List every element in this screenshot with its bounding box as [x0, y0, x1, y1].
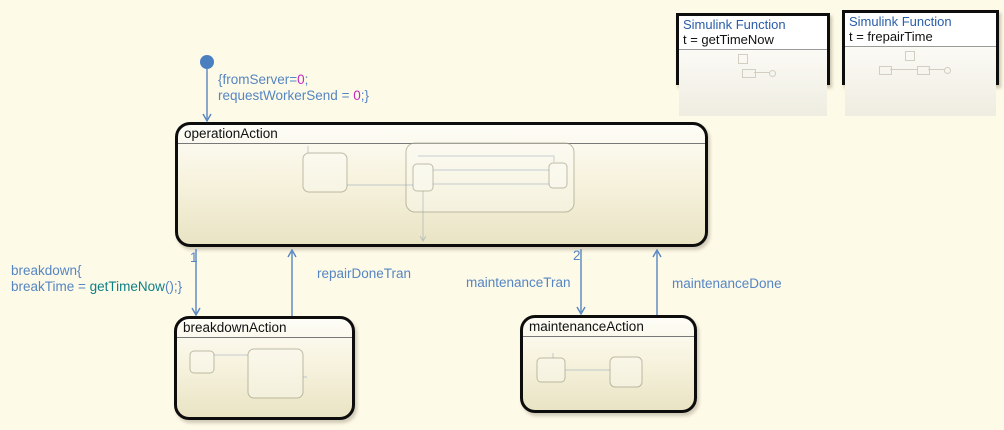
- simulink-function-getTimeNow[interactable]: Simulink Function t = getTimeNow: [676, 13, 830, 116]
- function-call-ref: getTimeNow: [89, 278, 165, 294]
- transition-order-badge[interactable]: 2: [573, 248, 581, 263]
- subsystem-block-icon: [905, 51, 915, 61]
- subsystem-block-icon: [879, 66, 892, 75]
- port-icon: [944, 67, 951, 74]
- breakdown-transition-label[interactable]: breakdown{ breakTime = getTimeNow();}: [11, 263, 183, 294]
- default-transition[interactable]: [200, 55, 214, 123]
- simulink-function-title: Simulink Function: [683, 17, 786, 32]
- maintenance-done-transition-label[interactable]: maintenanceDone: [672, 276, 782, 291]
- simulink-function-frepairTime[interactable]: Simulink Function t = frepairTime: [842, 10, 999, 116]
- subsystem-block-icon: [917, 66, 930, 75]
- transition-repair-done[interactable]: [287, 248, 297, 316]
- repair-done-transition-label[interactable]: repairDoneTran: [317, 266, 412, 281]
- state-breakdownAction-title: breakdownAction: [177, 319, 352, 338]
- state-maintenanceAction[interactable]: maintenanceAction: [520, 315, 697, 413]
- signal-line-icon: [754, 72, 770, 73]
- state-maintenanceAction-title: maintenanceAction: [523, 318, 694, 337]
- signal-line-icon: [890, 69, 918, 70]
- state-operationAction[interactable]: operationAction: [175, 122, 708, 247]
- simulink-function-preview: [845, 47, 996, 116]
- state-operationAction-title: operationAction: [178, 125, 705, 144]
- state-breakdownAction[interactable]: breakdownAction: [174, 316, 355, 420]
- subsystem-block-icon: [742, 69, 756, 78]
- transition-order-badge[interactable]: 1: [190, 250, 198, 265]
- literal-value: 0: [297, 72, 305, 87]
- default-transition-label[interactable]: {fromServer=0; requestWorkerSend = 0;}: [218, 72, 369, 103]
- maintenance-transition-label[interactable]: maintenanceTran: [466, 275, 571, 290]
- transition-maintenance-done[interactable]: [652, 248, 662, 315]
- subsystem-block-icon: [738, 54, 748, 64]
- port-icon: [769, 70, 776, 77]
- default-transition-dot[interactable]: [200, 55, 214, 69]
- simulink-function-title: Simulink Function: [849, 14, 952, 29]
- literal-value: 0: [353, 87, 361, 103]
- simulink-function-signature: t = getTimeNow: [679, 32, 827, 50]
- simulink-function-signature: t = frepairTime: [845, 29, 996, 47]
- signal-line-icon: [928, 69, 945, 70]
- simulink-function-preview: [679, 50, 827, 116]
